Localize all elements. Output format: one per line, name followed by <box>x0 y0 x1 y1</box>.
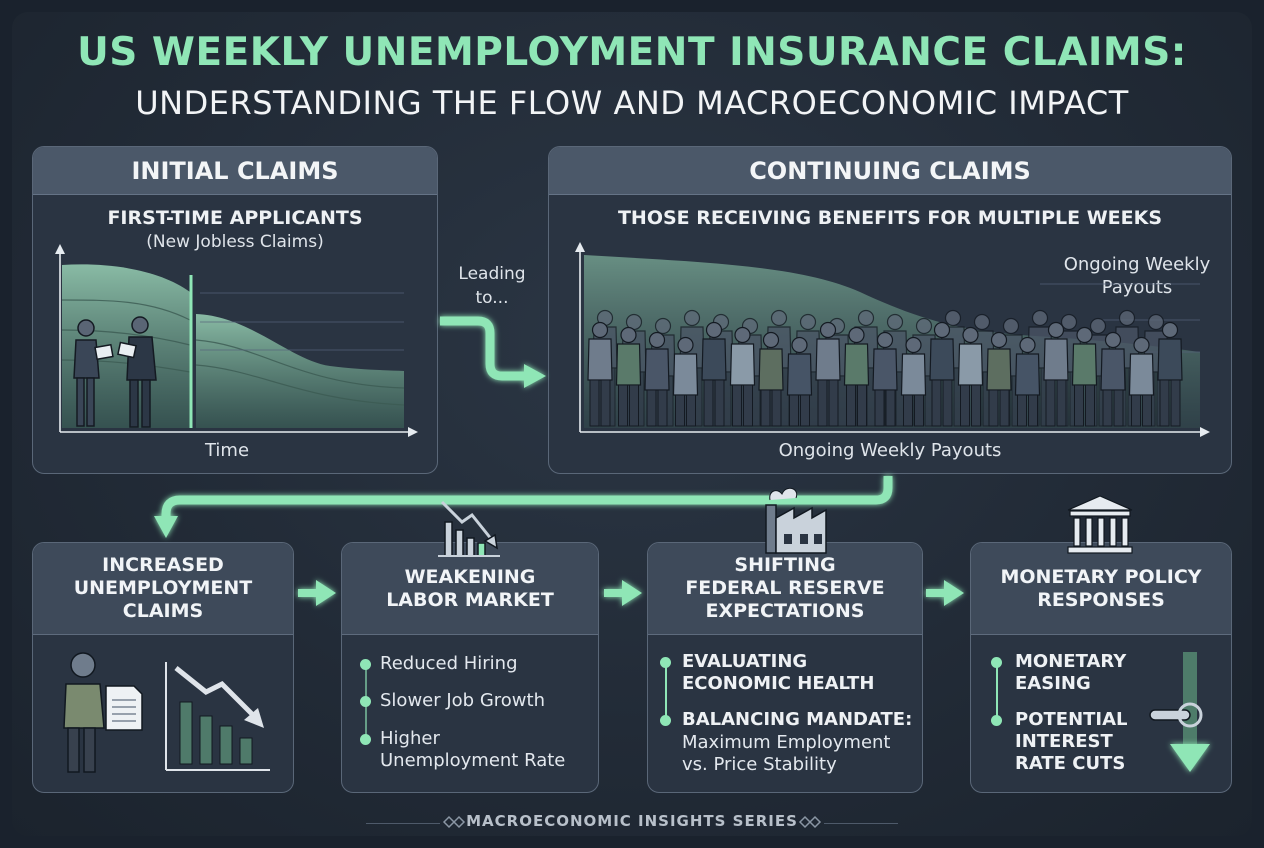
crowd-person <box>1157 321 1183 427</box>
continuing-claims-axis-label: Ongoing Weekly Payouts <box>778 440 1002 461</box>
leading-connector-arrow <box>440 316 546 388</box>
card-arrows <box>298 580 964 606</box>
card-title-line: UNEMPLOYMENT <box>73 577 253 599</box>
rate-cut-arrow-icon <box>1149 652 1210 772</box>
card-title-line: FEDERAL RESERVE <box>685 577 885 599</box>
crowd-person <box>843 326 870 427</box>
bullet-rate-cuts: POTENTIAL INTEREST RATE CUTS <box>1015 709 1128 774</box>
continuing-claims-header: CONTINUING CLAIMS <box>549 147 1231 195</box>
crowd-person <box>872 331 898 427</box>
crowd-person <box>758 331 784 427</box>
crowd-person <box>644 331 670 427</box>
crowd-person <box>957 326 984 427</box>
bullet-dot <box>360 696 371 707</box>
bullet-dot <box>660 715 671 726</box>
footer-diamond-ornaments <box>442 815 822 829</box>
crowd-person <box>672 336 699 427</box>
bullet-dot <box>360 734 371 745</box>
card-increased-claims-title: INCREASED UNEMPLOYMENT CLAIMS <box>33 543 293 635</box>
crowd-person <box>900 336 927 427</box>
declining-bar-chart-icon <box>438 500 500 557</box>
crowd-person <box>1043 321 1069 427</box>
worker-document-declining-chart-icon <box>63 652 270 773</box>
bank-building-icon <box>1067 495 1133 554</box>
bullet-connector <box>996 663 998 721</box>
bullet-mandate-detail: Maximum Employment vs. Price Stability <box>682 732 891 775</box>
initial-claims-header: INITIAL CLAIMS <box>33 147 437 195</box>
card-fed-expectations: SHIFTING FEDERAL RESERVE EXPECTATIONS EV… <box>647 542 923 793</box>
crowd-person <box>729 326 756 427</box>
crowd-person <box>1014 336 1041 427</box>
card-title-line: LABOR MARKET <box>386 588 554 611</box>
crowd-person <box>986 331 1012 427</box>
bullet-dot <box>360 659 371 670</box>
bullet-evaluating-health: EVALUATING ECONOMIC HEALTH <box>682 651 875 694</box>
card-monetary-policy-title: MONETARY POLICY RESPONSES <box>971 543 1231 635</box>
page-title: US WEEKLY UNEMPLOYMENT INSURANCE CLAIMS: <box>77 30 1187 75</box>
bullet-dot <box>660 657 671 668</box>
connector-label: Leading to... <box>458 264 526 308</box>
card-title-line: MONETARY POLICY <box>1000 565 1202 588</box>
continuing-claims-callout: Ongoing Weekly Payouts <box>1063 254 1211 298</box>
bullet-dot <box>991 715 1002 726</box>
footer-rule-right <box>824 823 898 824</box>
card-title-line: RESPONSES <box>1037 588 1165 611</box>
footer-rule-left <box>366 823 440 824</box>
bullet-slower-job-growth: Slower Job Growth <box>380 690 545 711</box>
bullet-monetary-easing: MONETARY EASING <box>1015 651 1127 694</box>
crowd-person <box>815 321 841 427</box>
initial-claims-heading: FIRST-TIME APPLICANTS <box>107 207 363 229</box>
crowd-illustration <box>587 309 1183 427</box>
crowd-person <box>1128 336 1155 427</box>
card-title-line: CLAIMS <box>122 600 204 622</box>
card-weakening-labor-title: WEAKENING LABOR MARKET <box>342 543 598 635</box>
bullet-dot <box>991 657 1002 668</box>
footer-series-label: MACROECONOMIC INSIGHTS SERIES <box>466 812 798 830</box>
bullet-reduced-hiring: Reduced Hiring <box>380 653 518 674</box>
flow-connector-arrow <box>154 476 893 538</box>
crowd-person <box>786 336 813 427</box>
crowd-person <box>615 326 642 427</box>
bullet-balancing-mandate: BALANCING MANDATE: <box>682 709 913 730</box>
bullet-connector <box>665 663 667 721</box>
card-title-line: INCREASED <box>102 554 224 576</box>
card-title-line: SHIFTING <box>734 554 836 576</box>
card-weakening-labor: WEAKENING LABOR MARKET Reduced Hiring Sl… <box>341 542 599 793</box>
applicants-illustration <box>73 316 157 428</box>
crowd-person <box>929 321 955 427</box>
crowd-person <box>587 321 613 427</box>
card-fed-expectations-title: SHIFTING FEDERAL RESERVE EXPECTATIONS <box>648 543 922 635</box>
initial-claims-axis-label: Time <box>204 440 250 461</box>
continuing-claims-heading: THOSE RECEIVING BENEFITS FOR MULTIPLE WE… <box>617 207 1163 229</box>
card-title-line: EXPECTATIONS <box>705 600 865 622</box>
initial-claims-subheading: (New Jobless Claims) <box>146 232 324 252</box>
bullet-higher-unemployment: Higher Unemployment Rate <box>380 728 566 771</box>
crowd-person <box>701 321 727 427</box>
crowd-person <box>1100 331 1126 427</box>
factory-icon <box>765 487 827 554</box>
crowd-person <box>1071 326 1098 427</box>
initial-claims-chart <box>55 244 418 437</box>
page-subtitle: UNDERSTANDING THE FLOW AND MACROECONOMIC… <box>135 84 1129 122</box>
card-title-line: WEAKENING <box>404 565 536 588</box>
